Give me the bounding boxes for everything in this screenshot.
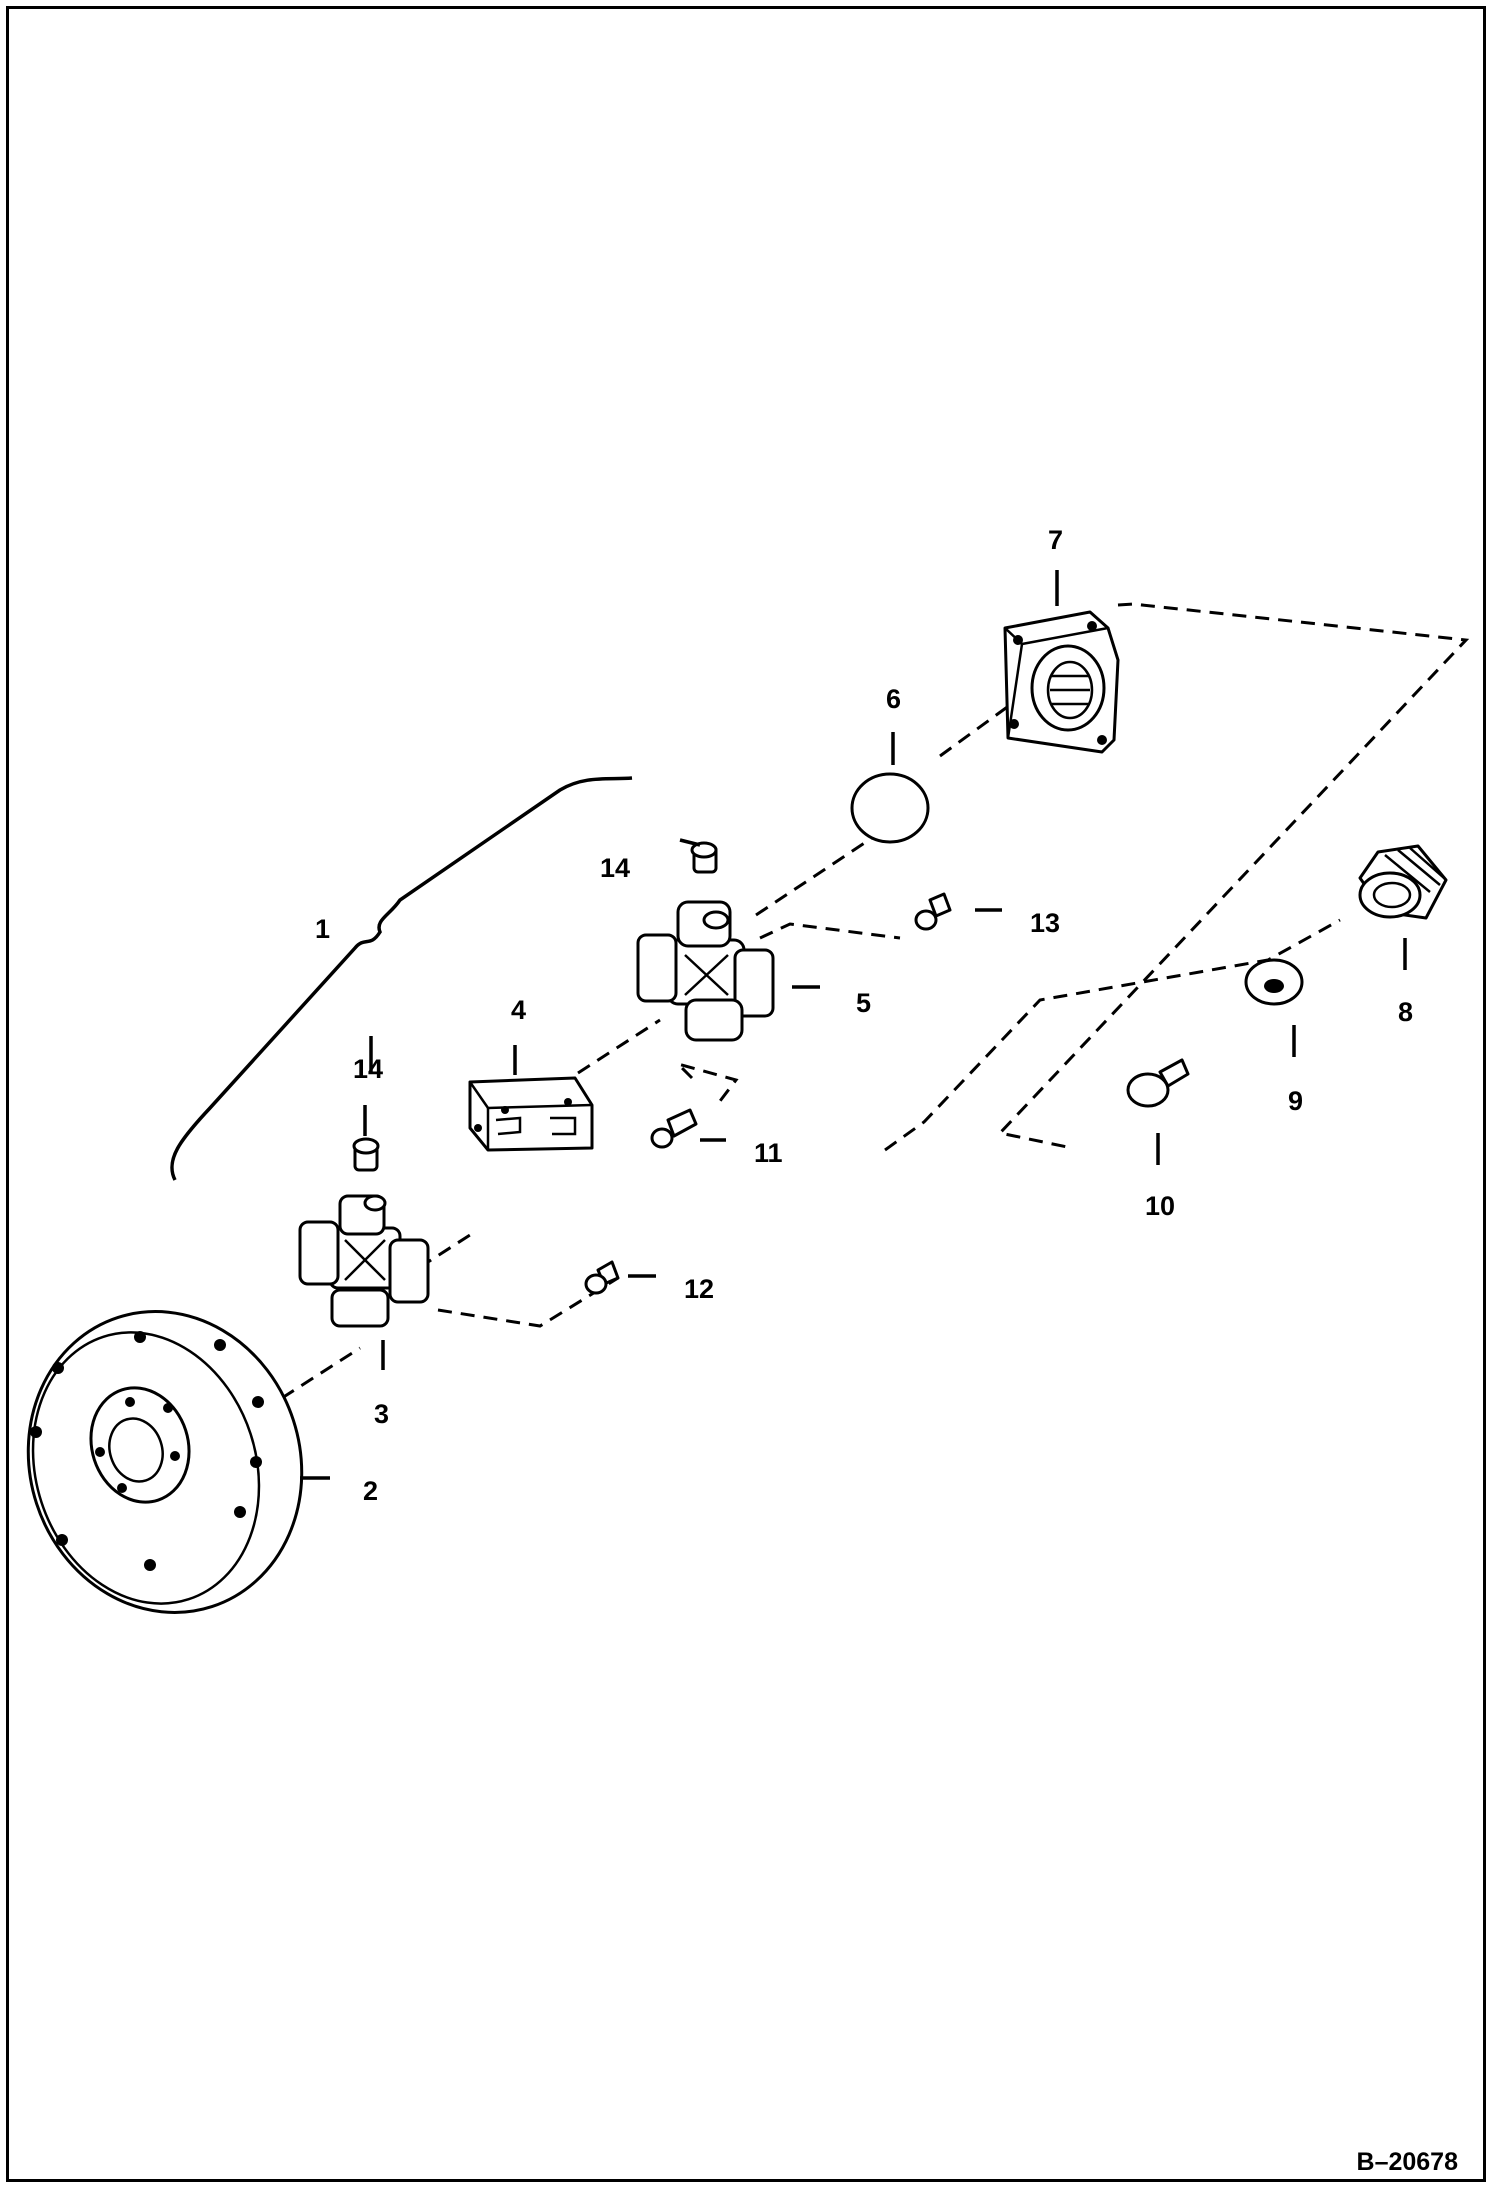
bolt-12 — [584, 1260, 620, 1295]
splined-hub — [1003, 610, 1120, 754]
callout-10: 10 — [1145, 1191, 1175, 1221]
o-ring — [850, 772, 930, 844]
callout-2: 2 — [363, 1476, 378, 1506]
bolt-11 — [650, 1108, 698, 1149]
spline-coupler — [1358, 844, 1448, 920]
callout-labels: 1 2 3 4 5 6 7 8 9 10 11 12 13 14 14 — [315, 525, 1413, 1506]
u-joint-lower — [298, 1137, 430, 1328]
callout-14-upper: 14 — [600, 853, 630, 883]
callout-8: 8 — [1398, 997, 1413, 1027]
callout-5: 5 — [856, 988, 871, 1018]
callout-6: 6 — [886, 684, 901, 714]
bolt-13 — [914, 892, 952, 931]
u-joint-upper — [636, 841, 775, 1042]
washer — [1244, 958, 1304, 1006]
callout-1: 1 — [315, 914, 330, 944]
callout-3: 3 — [374, 1399, 389, 1429]
callout-9: 9 — [1288, 1086, 1303, 1116]
coupling-yoke — [468, 1076, 594, 1152]
callout-4: 4 — [511, 995, 526, 1025]
leader-lines — [300, 570, 1407, 1480]
bolt-10 — [1126, 1058, 1190, 1108]
drawing-frame — [6, 6, 1486, 2182]
flange-plate — [26, 1310, 304, 1614]
callout-12: 12 — [684, 1274, 714, 1304]
callout-11: 11 — [754, 1138, 783, 1168]
callout-13: 13 — [1030, 908, 1060, 938]
callout-14-lower: 14 — [353, 1054, 383, 1084]
callout-7: 7 — [1048, 525, 1063, 555]
drawing-number: B–20678 — [1357, 2148, 1459, 2176]
assembly-bracket — [170, 776, 633, 1181]
